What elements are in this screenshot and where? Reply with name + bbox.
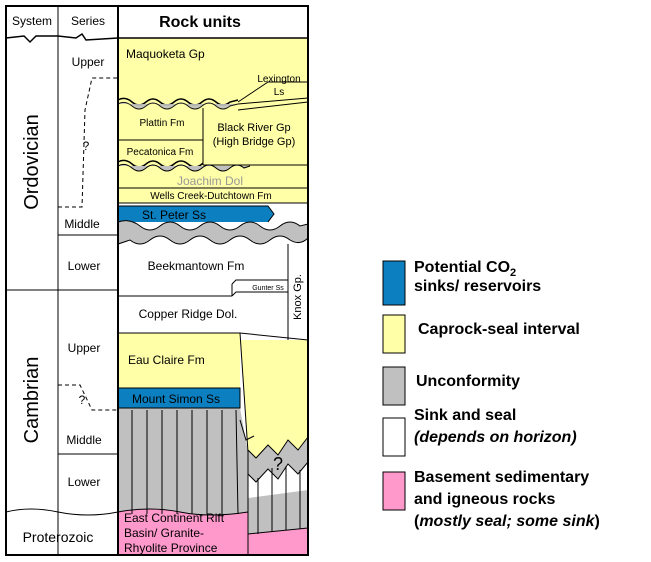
series-ord-q: ? [83,139,90,153]
caprock-upper-fill [118,38,308,203]
eau-claire-fill [118,333,240,388]
unit-beekmantown: Beekmantown Fm [148,259,245,273]
legend: Potential CO2 sinks/ reservoirs Caprock-… [382,259,600,530]
wave-under-pecatonica [117,159,204,168]
basement-fill-left [118,509,248,555]
eau-claire-wedge-fill [240,340,308,458]
system-proterozoic: Proterozoic [23,529,94,545]
unit-st-peter: St. Peter Ss [142,208,206,222]
ord-upper-middle-dashed [58,77,118,208]
wedge-arrow [239,419,255,441]
st-peter-fill [118,206,274,222]
unit-black-river-2: (High Bridge Gp) [213,136,296,148]
legend-sink-line2: sinks/ reservoirs [414,278,541,295]
unit-unknown: ? [273,454,283,474]
gunter-bottom [231,291,288,297]
unit-eau-claire: Eau Claire Fm [128,353,205,367]
lexington-bottom-1 [237,97,309,105]
series-cam-upper: Upper [68,341,101,355]
unit-basement-2: Basin/ Granite- [124,526,204,540]
unit-wells-creek: Wells Creek-Dutchtown Fm [150,191,272,202]
series-ord-middle: Middle [64,217,100,231]
header-system: System [12,14,52,28]
legend-basement-line2: and igneous rocks [414,491,555,508]
unit-mount-simon: Mount Simon Ss [132,392,220,406]
question-zigzag-top [247,436,309,459]
legend-sinkseal-line1: Sink and seal [414,407,516,424]
wave-under-maquoketa-2 [117,101,239,110]
unconformity-hatch [131,409,301,534]
unit-joachim: Joachim Dol [177,174,243,188]
legend-sinkseal-line2: (depends on horizon) [414,429,577,446]
basement-fill-right [248,528,308,555]
series-cam-q: ? [79,393,86,407]
unconformity-cambrian-bottom [248,490,308,534]
unconformity-cambrian-left [118,408,248,520]
question-zigzag-bottom [247,461,309,483]
unit-copper-ridge: Copper Ridge Dol. [139,307,238,321]
unit-lexington-2: Ls [274,87,285,98]
legend-swatch-seal [382,314,406,354]
gunter-top [231,279,288,285]
system-cambrian: Cambrian [21,357,43,444]
mount-simon-outline [118,387,241,409]
unit-maquoketa: Maquoketa Gp [126,47,205,61]
legend-swatch-sink [382,260,406,306]
legend-sink-line1: Potential CO2 [414,259,516,279]
unit-basement-3: Rhyolite Province [124,541,218,555]
st-peter-outline [118,205,275,223]
legend-basement-line3: (mostly seal; some sink) [414,513,600,530]
header-divider [5,32,308,44]
unit-black-river-1: Black River Gp [217,122,290,134]
basement-top-right [247,527,309,535]
cam-upper-middle-dashed [58,384,118,411]
column-frame [5,5,309,556]
series-ord-lower: Lower [68,259,101,273]
unit-knox: Knox Gp. [292,274,304,320]
series-cam-middle: Middle [66,433,102,447]
lexington-top [237,81,308,103]
unit-gunter: Gunter Ss [252,285,284,292]
series-cam-lower: Lower [68,475,101,489]
wave-under-pecatonica-2 [117,163,251,172]
copper-ridge-bottom-right [239,332,309,341]
eau-claire-right-boundary [239,332,249,453]
lexington-bottom-2 [237,101,309,111]
header-series: Series [71,14,105,28]
legend-swatch-unconformity [382,366,406,406]
unit-pecatonica: Pecatonica Fm [127,147,194,158]
header-rock-units: Rock units [159,14,241,31]
unit-lexington-1: Lexington [257,74,300,85]
unit-plattin: Plattin Fm [139,118,184,129]
mount-simon-fill [118,388,240,408]
series-ord-upper: Upper [72,55,105,69]
basement-top [117,508,249,516]
unconformity-st-peter [117,220,309,245]
legend-basement-line1: Basement sedimentary [414,469,589,486]
cam-prot-boundary [5,508,119,516]
legend-swatch-sink-seal [382,417,406,457]
legend-seal-text: Caprock-seal interval [418,321,580,338]
system-ordovician: Ordovician [21,114,43,210]
legend-swatch-basement [382,471,406,511]
unconformity-cambrian-wave [248,437,308,482]
unit-basement-1: East Continent Rift [124,511,225,525]
legend-unconformity-text: Unconformity [416,373,520,390]
